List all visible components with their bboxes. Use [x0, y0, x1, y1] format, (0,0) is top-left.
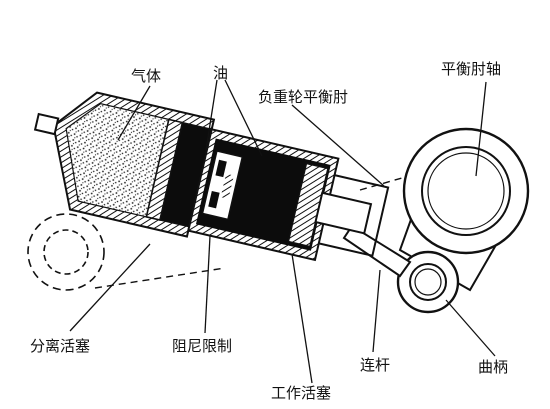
connecting-rod	[342, 224, 412, 278]
label-arm-lever: 负重轮平衡肘	[258, 88, 348, 106]
diagram-labels: 气体 油 负重轮平衡肘 平衡肘轴 分离活塞 阻尼限制 工作活塞 连杆 曲柄	[30, 60, 508, 402]
label-arm-shaft: 平衡肘轴	[441, 60, 501, 78]
label-separating-piston: 分离活塞	[30, 337, 90, 355]
damping-orifice-plate	[201, 150, 244, 221]
crank-alternate-position	[27, 213, 105, 291]
label-oil: 油	[213, 64, 228, 82]
label-gas: 气体	[131, 67, 161, 85]
crank-wheel	[396, 250, 460, 314]
label-connecting-rod: 连杆	[360, 356, 390, 374]
label-crank: 曲柄	[478, 358, 508, 376]
label-working-piston: 工作活塞	[271, 384, 331, 402]
leader-lines	[69, 79, 496, 384]
label-damping-orifice: 阻尼限制	[172, 337, 232, 355]
hydropneumatic-cylinder	[33, 91, 390, 262]
arm-shaft	[402, 127, 530, 255]
arm-swing-dashed-line-lower	[94, 267, 226, 289]
piston-rod	[314, 191, 373, 235]
